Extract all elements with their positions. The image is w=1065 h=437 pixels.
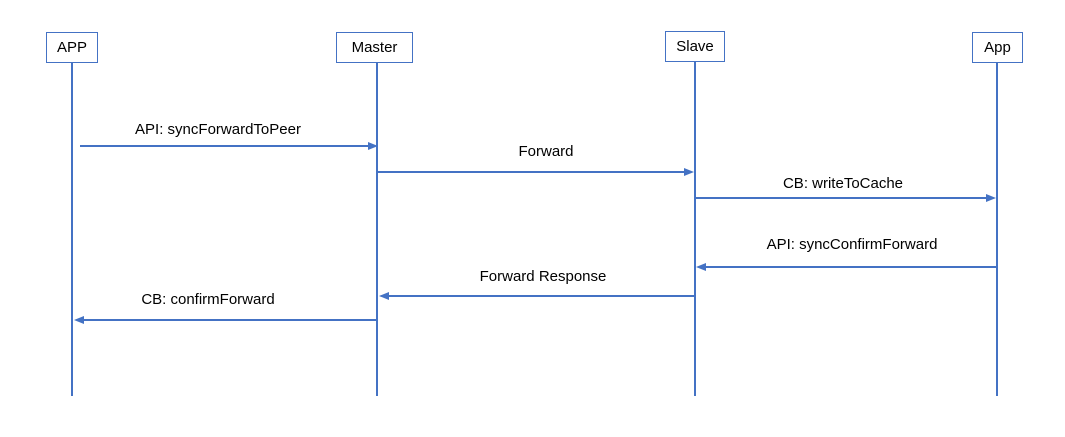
arrowhead-left-icon [696, 262, 706, 271]
actor-box-app: APP [46, 32, 98, 63]
arrowhead-left-icon [74, 315, 84, 324]
actor-label: APP [56, 39, 87, 56]
message-label: CB: confirmForward [141, 291, 275, 308]
lifeline-app [71, 63, 73, 396]
arrowhead-right-icon [986, 193, 996, 202]
actor-box-app: App [972, 32, 1023, 63]
message-label: Forward [518, 143, 574, 160]
message-line [704, 266, 997, 268]
actor-box-master: Master [336, 32, 413, 63]
arrowhead-right-icon [684, 167, 694, 176]
message-line [695, 197, 988, 199]
message-line [387, 295, 695, 297]
message-label: API: syncConfirmForward [766, 236, 938, 253]
lifeline-app [996, 63, 998, 396]
message-line [378, 171, 686, 173]
actor-label: Slave [676, 38, 714, 55]
arrowhead-left-icon [379, 291, 389, 300]
message-line [82, 319, 377, 321]
message-label: Forward Response [479, 268, 607, 285]
actor-label: App [984, 39, 1011, 56]
lifeline-slave [694, 62, 696, 396]
message-line [80, 145, 370, 147]
arrowhead-right-icon [368, 141, 378, 150]
message-label: CB: writeToCache [782, 175, 904, 192]
actor-box-slave: Slave [665, 31, 725, 62]
actor-label: Master [351, 39, 398, 56]
lifeline-master [376, 63, 378, 396]
message-label: API: syncForwardToPeer [135, 121, 301, 138]
